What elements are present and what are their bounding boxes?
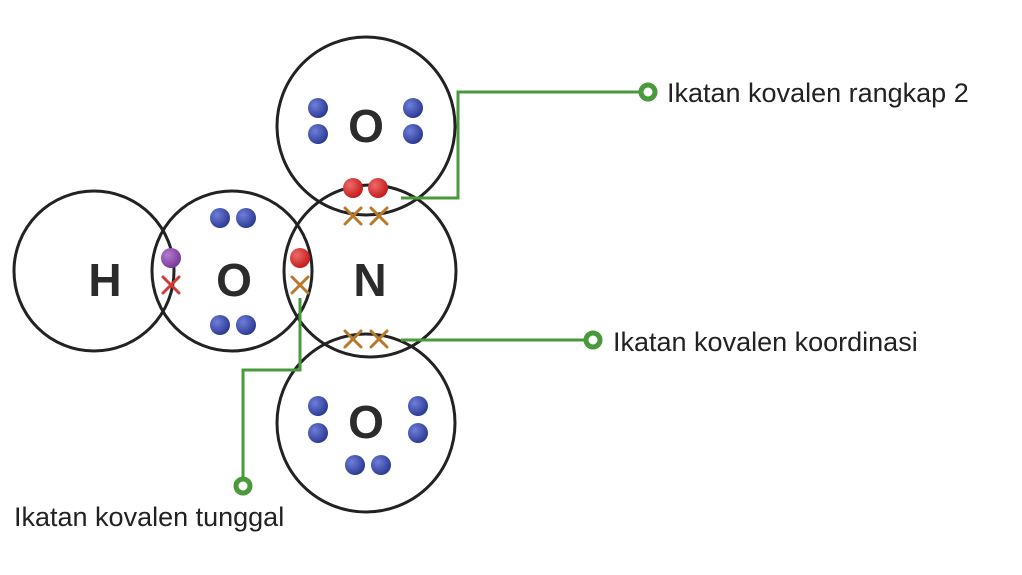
electron-cross (343, 206, 363, 226)
electron-cross (369, 329, 389, 349)
coordinate-bond-electrons (343, 329, 389, 349)
oxygen-top-symbol: O (348, 100, 384, 152)
electron-dot (408, 396, 428, 416)
oxygen-center-symbol: O (216, 254, 252, 306)
electron-dot (161, 248, 181, 268)
coordinate-bond-leader-dot (583, 330, 603, 350)
electron-dot (236, 208, 256, 228)
oxygen-top-atom-circle (275, 35, 457, 217)
electron-dot (236, 315, 256, 335)
electron-dot (371, 455, 391, 475)
electron-dot (403, 98, 423, 118)
double-bond-leader-line (401, 90, 645, 200)
electron-dot (408, 423, 428, 443)
electron-dot (308, 124, 328, 144)
oxygen-bottom-lone-pairs (308, 396, 428, 475)
double-bond-label: Ikatan kovalen rangkap 2 (667, 78, 969, 108)
single-bond-label: Ikatan kovalen tunggal (14, 502, 284, 532)
o-n-single-bond-electrons (290, 248, 310, 295)
hydrogen-symbol: H (88, 254, 121, 306)
electron-dot (403, 124, 423, 144)
electron-cross (161, 275, 181, 295)
double-bond-electrons (343, 178, 389, 226)
electron-dot (345, 455, 365, 475)
electron-cross (290, 275, 310, 295)
electron-cross (343, 329, 363, 349)
electron-cross (369, 206, 389, 226)
oxygen-center-atom-circle (150, 189, 314, 353)
electron-dot (343, 178, 363, 198)
double-bond-leader-dot (638, 82, 658, 102)
electron-dot (308, 98, 328, 118)
oxygen-top-lone-pairs (308, 98, 423, 144)
electron-dot (368, 178, 388, 198)
h-o-bond-electrons (161, 248, 181, 295)
single-bond-leader-line (241, 298, 302, 482)
electron-dot (210, 208, 230, 228)
oxygen-bottom-symbol: O (348, 396, 384, 448)
oxygen-bottom-atom-circle (275, 332, 457, 514)
electron-dot (308, 423, 328, 443)
coordinate-bond-label: Ikatan kovalen koordinasi (613, 327, 918, 357)
electron-dot (308, 396, 328, 416)
single-bond-leader-dot (233, 476, 253, 496)
electron-dot (210, 315, 230, 335)
nitrogen-symbol: N (353, 254, 386, 306)
oxygen-center-lone-pairs (210, 208, 256, 335)
electron-dot (290, 248, 310, 268)
hydrogen-atom-circle (12, 189, 176, 353)
